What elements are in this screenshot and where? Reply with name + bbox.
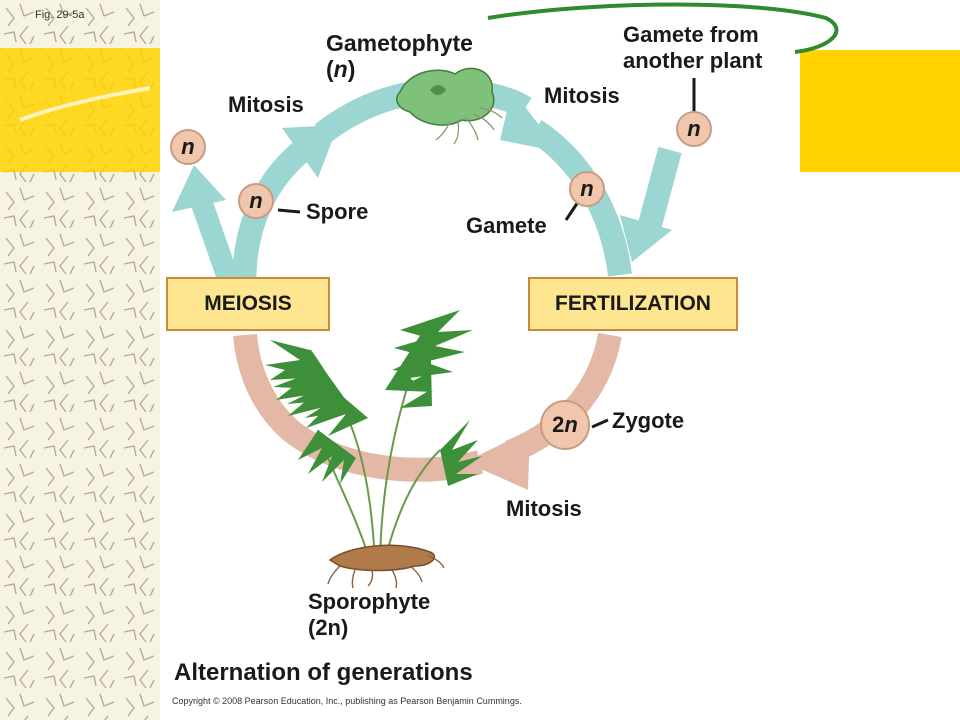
fertilization-box: FERTILIZATION bbox=[528, 277, 738, 331]
haploid-arc-left bbox=[232, 138, 313, 299]
label-sporophyte-line2: (2n) bbox=[308, 615, 349, 640]
label-mitosis-bottom: Mitosis bbox=[506, 496, 582, 521]
leader-zygote bbox=[591, 418, 609, 429]
haploid-circle-outer: n bbox=[170, 129, 206, 165]
figure-tag: Fig. 29-5a bbox=[35, 9, 85, 21]
leader-gamete bbox=[564, 201, 580, 221]
haploid-arrow-other-plant bbox=[636, 146, 682, 236]
label-gametophyte: Gametophyte (n) bbox=[326, 30, 473, 82]
haploid-arrowhead-other-plant bbox=[620, 215, 672, 262]
label-gametophyte-line2: (n) bbox=[326, 56, 473, 82]
decorative-swoosh bbox=[487, 2, 839, 54]
accent-band-left bbox=[0, 48, 160, 172]
leader-spore bbox=[277, 208, 301, 214]
diploid-arrowhead-bottom bbox=[465, 430, 530, 490]
haploid-arrowhead-left bbox=[282, 125, 338, 178]
copyright-notice: Copyright © 2008 Pearson Education, Inc.… bbox=[172, 696, 522, 706]
label-gametophyte-paren-open: ( bbox=[326, 56, 334, 82]
sporophyte-illustration bbox=[265, 310, 482, 589]
haploid-arrow-meiosis-out bbox=[189, 194, 239, 282]
label-gamete: Gamete bbox=[466, 213, 547, 238]
haploid-circle-other-plant: n bbox=[676, 111, 712, 147]
label-zygote: Zygote bbox=[612, 408, 685, 433]
label-sporophyte: Sporophyte (2n) bbox=[308, 589, 430, 641]
label-gamete-other-plant: Gamete from another plant bbox=[623, 22, 762, 74]
label-gamete-other-line2: another plant bbox=[623, 48, 763, 73]
label-mitosis-left: Mitosis bbox=[228, 92, 304, 117]
label-spore: Spore bbox=[306, 199, 369, 224]
gametophyte-illustration bbox=[396, 67, 503, 145]
diploid-arc-bottom bbox=[233, 333, 484, 482]
label-mitosis-right: Mitosis bbox=[544, 83, 620, 108]
label-gametophyte-paren-close: ) bbox=[347, 56, 356, 82]
haploid-circle-spore: n bbox=[238, 183, 274, 219]
label-gametophyte-ploidy: n bbox=[333, 56, 348, 82]
label-gamete-other-line1: Gamete from bbox=[623, 22, 759, 47]
label-sporophyte-line1: Sporophyte bbox=[308, 589, 431, 614]
label-gametophyte-line1: Gametophyte bbox=[326, 30, 473, 56]
haploid-arrowhead-meiosis-out bbox=[172, 165, 226, 212]
accent-band-right bbox=[800, 50, 960, 172]
diagram-title: Alternation of generations bbox=[174, 659, 473, 686]
meiosis-box: MEIOSIS bbox=[166, 277, 330, 331]
decorative-swoosh-accent bbox=[19, 86, 151, 122]
haploid-circle-gamete: n bbox=[569, 171, 605, 207]
